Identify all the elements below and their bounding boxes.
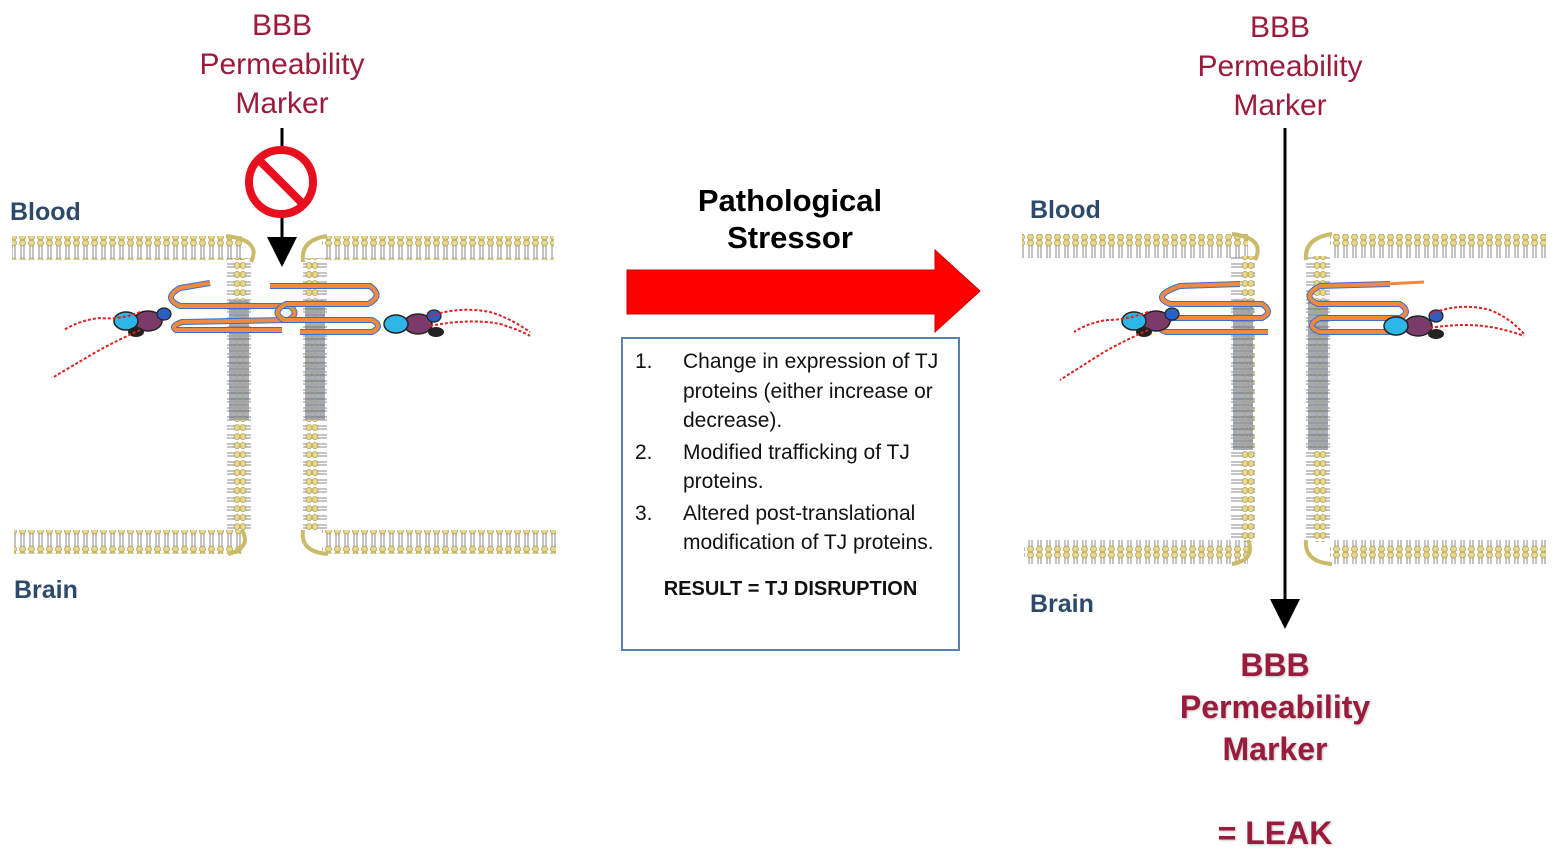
mechanism-box: 1. Change in expression of TJ proteins (… xyxy=(621,337,960,651)
right-marker-line-2: Permeability xyxy=(1197,50,1363,83)
stressor-line-1: Pathological xyxy=(697,183,883,218)
mechanism-item: 3. Altered post-translational modificati… xyxy=(635,499,946,558)
leak-marker-line-1: BBB xyxy=(1240,647,1310,683)
leak-marker-line-2: Permeability xyxy=(1179,689,1371,725)
leak-result: = LEAK xyxy=(1217,815,1333,851)
leak-marker-label: BBB Permeability Marker xyxy=(1150,644,1400,770)
left-zo-complex xyxy=(51,307,172,379)
left-marker-label: BBB Permeability Marker xyxy=(182,6,382,123)
stressor-arrow xyxy=(626,248,981,334)
mechanism-list: 1. Change in expression of TJ proteins (… xyxy=(635,347,946,558)
mechanism-number: 2. xyxy=(635,440,653,464)
mechanism-text: Change in expression of TJ proteins (eit… xyxy=(683,350,939,432)
left-marker-line-3: Marker xyxy=(235,87,329,120)
right-marker-line-1: BBB xyxy=(1249,11,1311,44)
mechanism-text: Modified trafficking of TJ proteins. xyxy=(683,440,910,494)
right-marker-line-3: Marker xyxy=(1233,89,1327,122)
stressor-line-2: Stressor xyxy=(727,220,853,255)
result-label: RESULT = TJ DISRUPTION xyxy=(663,577,918,600)
left-marker-line-2: Permeability xyxy=(199,48,365,81)
left-marker-line-1: BBB xyxy=(251,9,313,42)
left-blood-label: Blood xyxy=(10,198,81,226)
left-membranes xyxy=(12,234,556,556)
right-zo-complex-right xyxy=(1383,305,1525,339)
mechanism-item: 1. Change in expression of TJ proteins (… xyxy=(635,347,946,436)
mechanism-text: Altered post-translational modification … xyxy=(683,501,934,555)
mechanism-number: 1. xyxy=(635,350,653,373)
no-entry-icon xyxy=(245,146,317,218)
leak-marker-line-3: Marker xyxy=(1222,731,1328,767)
left-brain-label: Brain xyxy=(14,576,78,604)
right-zo-complex-left xyxy=(1059,307,1180,381)
mechanism-item: 2. Modified trafficking of TJ proteins. xyxy=(635,438,946,497)
mechanism-number: 3. xyxy=(635,501,653,525)
right-brain-label: Brain xyxy=(1030,590,1094,618)
right-blood-label: Blood xyxy=(1030,196,1101,224)
left-tight-junction-proteins xyxy=(168,280,381,335)
left-zo-complex-right xyxy=(383,308,531,337)
stressor-label: Pathological Stressor xyxy=(640,182,940,256)
right-marker-label: BBB Permeability Marker xyxy=(1180,8,1380,125)
